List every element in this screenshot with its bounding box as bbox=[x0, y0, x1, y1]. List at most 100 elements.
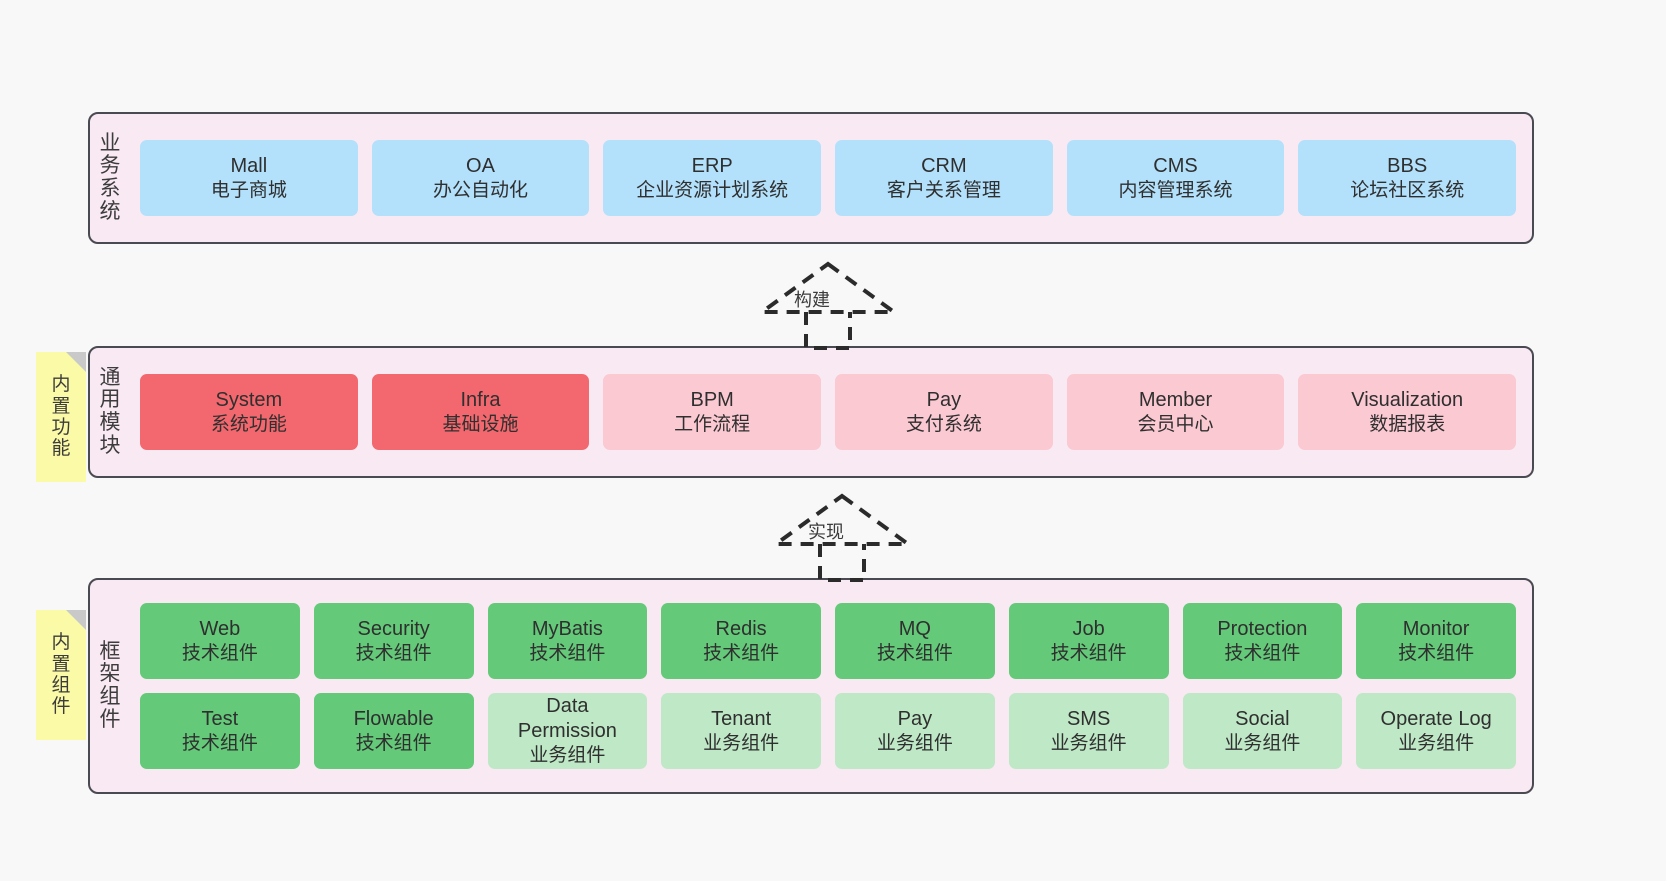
layer-common-modules: 通 用 模 块 System 系统功能 Infra 基础设施 BPM 工作流程 bbox=[88, 346, 1534, 478]
cell-row: System 系统功能 Infra 基础设施 BPM 工作流程 Pay 支付系统… bbox=[140, 374, 1517, 450]
component-type: 技术组件 bbox=[1050, 642, 1127, 664]
component-name: Data Permission bbox=[517, 695, 617, 743]
layer-title-char: 组 bbox=[99, 685, 121, 708]
component-name: Pay bbox=[897, 707, 933, 730]
module-desc: 基础设施 bbox=[442, 413, 519, 435]
component-card-flowable[interactable]: Flowable 技术组件 bbox=[313, 693, 474, 769]
component-type: 技术组件 bbox=[1224, 642, 1301, 664]
module-card-pay[interactable]: Pay 支付系统 bbox=[835, 374, 1053, 450]
module-desc: 企业资源计划系统 bbox=[636, 179, 789, 201]
component-card-social[interactable]: Social 业务组件 bbox=[1182, 693, 1343, 769]
component-type: 业务组件 bbox=[703, 732, 780, 754]
module-name: System bbox=[215, 388, 283, 411]
module-card-erp[interactable]: ERP 企业资源计划系统 bbox=[603, 140, 822, 216]
component-name: MyBatis bbox=[531, 617, 603, 640]
layer-title-char: 统 bbox=[99, 199, 121, 223]
component-type: 业务组件 bbox=[1050, 732, 1127, 754]
component-card-job[interactable]: Job 技术组件 bbox=[1008, 603, 1169, 679]
layer-title-framework: 框 架 组 件 bbox=[90, 580, 130, 792]
component-name: Operate Log bbox=[1380, 707, 1492, 730]
module-name: BBS bbox=[1387, 154, 1428, 177]
component-type: 技术组件 bbox=[529, 642, 606, 664]
layer-title-business: 业 务 系 统 bbox=[90, 114, 130, 242]
component-card-web[interactable]: Web 技术组件 bbox=[140, 603, 300, 679]
layer-cells-business: Mall 电子商城 OA 办公自动化 ERP 企业资源计划系统 CRM 客户关系… bbox=[130, 114, 1532, 242]
module-card-oa[interactable]: OA 办公自动化 bbox=[371, 140, 590, 216]
component-card-operate-log[interactable]: Operate Log 业务组件 bbox=[1356, 693, 1516, 769]
component-type: 技术组件 bbox=[181, 732, 258, 754]
module-card-visualization[interactable]: Visualization 数据报表 bbox=[1298, 374, 1517, 450]
component-name: Protection bbox=[1217, 617, 1308, 640]
component-name: Web bbox=[199, 617, 241, 640]
component-type: 技术组件 bbox=[876, 642, 953, 664]
component-card-mybatis[interactable]: MyBatis 技术组件 bbox=[487, 603, 648, 679]
module-name: Visualization bbox=[1351, 388, 1464, 411]
component-card-pay[interactable]: Pay 业务组件 bbox=[835, 693, 995, 769]
component-card-mq[interactable]: MQ 技术组件 bbox=[835, 603, 995, 679]
module-desc: 内容管理系统 bbox=[1118, 179, 1233, 201]
layer-title-char: 块 bbox=[99, 433, 121, 457]
connector-build: 构建 bbox=[758, 258, 898, 350]
layer-business-systems: 业 务 系 统 Mall 电子商城 OA 办公自动化 ERP 企业资源计划系统 bbox=[88, 112, 1534, 244]
component-type: 技术组件 bbox=[181, 642, 258, 664]
module-desc: 数据报表 bbox=[1369, 413, 1446, 435]
component-card-tenant[interactable]: Tenant 业务组件 bbox=[661, 693, 821, 769]
connector-implement: 实现 bbox=[772, 490, 912, 582]
component-type: 技术组件 bbox=[703, 642, 780, 664]
module-card-infra[interactable]: Infra 基础设施 bbox=[371, 374, 590, 450]
module-name: ERP bbox=[691, 154, 733, 177]
note-fold-corner-icon bbox=[66, 610, 86, 630]
note-char: 功 bbox=[51, 417, 71, 438]
component-type: 业务组件 bbox=[876, 732, 953, 754]
layer-title-common: 通 用 模 块 bbox=[90, 348, 130, 476]
layer-title-char: 业 bbox=[99, 131, 121, 155]
layer-title-char: 架 bbox=[99, 662, 121, 686]
component-name: Flowable bbox=[353, 707, 434, 730]
module-desc: 办公自动化 bbox=[433, 179, 529, 201]
component-name: Social bbox=[1235, 707, 1290, 730]
module-card-system[interactable]: System 系统功能 bbox=[140, 374, 358, 450]
layer-title-char: 件 bbox=[99, 707, 121, 731]
layer-title-char: 系 bbox=[99, 177, 121, 200]
module-desc: 系统功能 bbox=[210, 413, 287, 435]
module-name: Infra bbox=[460, 388, 501, 411]
module-card-cms[interactable]: CMS 内容管理系统 bbox=[1066, 140, 1285, 216]
component-name: SMS bbox=[1066, 707, 1111, 730]
module-name: Member bbox=[1138, 388, 1213, 411]
module-desc: 会员中心 bbox=[1137, 413, 1214, 435]
component-name: MQ bbox=[898, 617, 931, 640]
component-type: 业务组件 bbox=[1398, 732, 1475, 754]
note-char: 置 bbox=[51, 653, 71, 675]
note-char: 件 bbox=[51, 696, 71, 718]
component-card-redis[interactable]: Redis 技术组件 bbox=[661, 603, 821, 679]
module-card-crm[interactable]: CRM 客户关系管理 bbox=[835, 140, 1053, 216]
note-fold-corner-icon bbox=[66, 352, 86, 372]
module-name: Mall bbox=[230, 154, 268, 177]
cell-row: Mall 电子商城 OA 办公自动化 ERP 企业资源计划系统 CRM 客户关系… bbox=[140, 140, 1517, 216]
module-card-bpm[interactable]: BPM 工作流程 bbox=[603, 374, 822, 450]
layer-title-char: 通 bbox=[99, 365, 121, 389]
module-card-bbs[interactable]: BBS 论坛社区系统 bbox=[1298, 140, 1517, 216]
module-desc: 客户关系管理 bbox=[886, 179, 1001, 201]
component-card-protection[interactable]: Protection 技术组件 bbox=[1182, 603, 1343, 679]
component-name: Security bbox=[357, 617, 430, 640]
module-card-mall[interactable]: Mall 电子商城 bbox=[140, 140, 358, 216]
component-name: Job bbox=[1072, 617, 1105, 640]
generalization-arrow-icon bbox=[772, 493, 912, 582]
component-card-data-permission[interactable]: Data Permission 业务组件 bbox=[487, 693, 648, 769]
module-desc: 论坛社区系统 bbox=[1350, 179, 1465, 201]
component-card-security[interactable]: Security 技术组件 bbox=[313, 603, 474, 679]
note-char: 内 bbox=[51, 632, 71, 654]
layer-framework-components: 框 架 组 件 Web 技术组件 Security 技术组件 MyBatis 技… bbox=[88, 578, 1534, 794]
module-name: CRM bbox=[921, 154, 967, 177]
module-card-member[interactable]: Member 会员中心 bbox=[1066, 374, 1285, 450]
component-card-monitor[interactable]: Monitor 技术组件 bbox=[1356, 603, 1516, 679]
component-card-test[interactable]: Test 技术组件 bbox=[140, 693, 300, 769]
connector-label-build: 构建 bbox=[794, 290, 830, 310]
layer-title-char: 模 bbox=[99, 411, 121, 434]
cell-row: Test 技术组件 Flowable 技术组件 Data Permission … bbox=[140, 693, 1516, 769]
component-card-sms[interactable]: SMS 业务组件 bbox=[1008, 693, 1169, 769]
generalization-arrow-icon bbox=[758, 261, 898, 350]
component-type: 技术组件 bbox=[355, 732, 432, 754]
component-type: 业务组件 bbox=[1224, 732, 1301, 754]
